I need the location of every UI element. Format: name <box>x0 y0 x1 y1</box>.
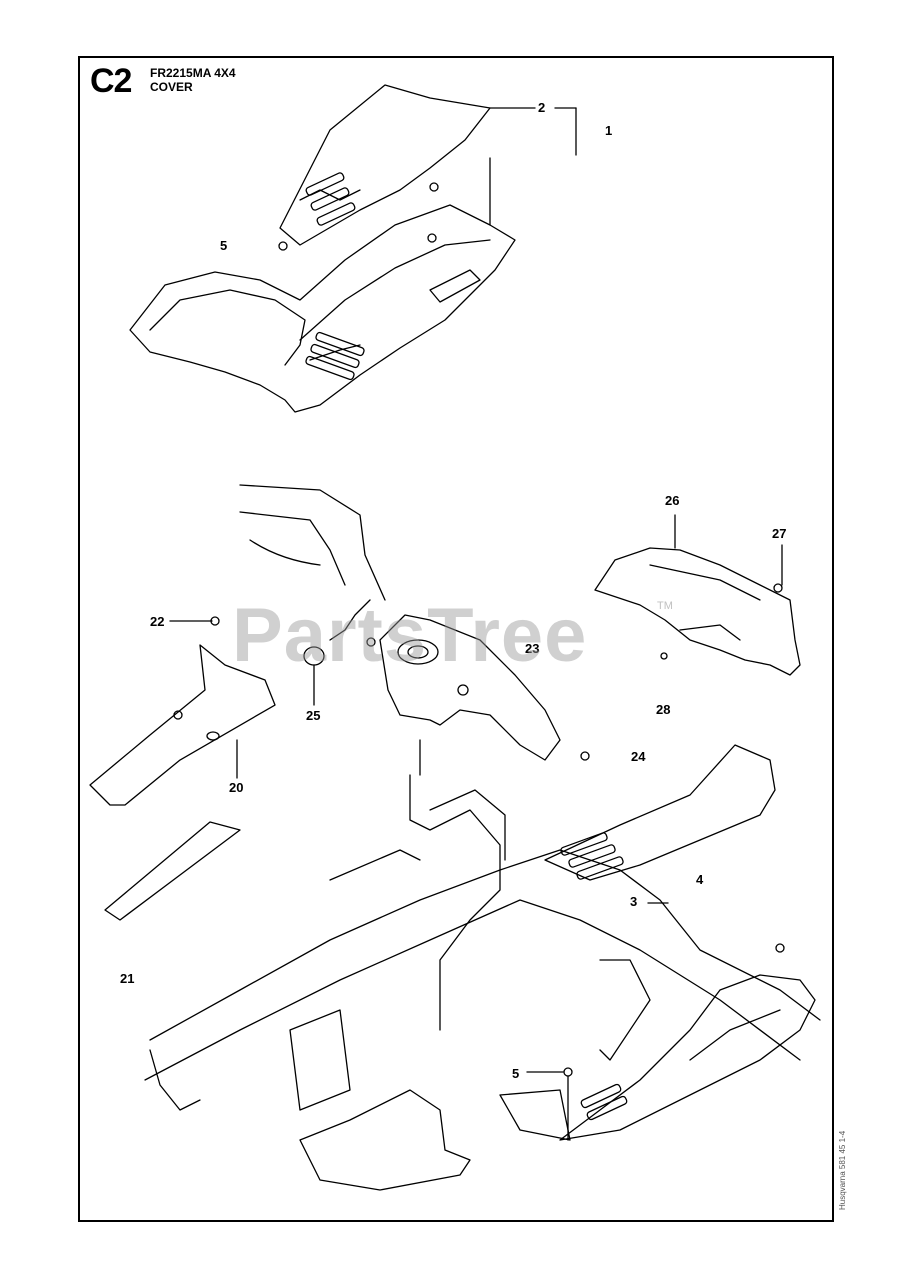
document-id: Husqvarna 581 45 1-4 <box>838 1130 847 1210</box>
steering-cover <box>239 484 561 761</box>
rear-cover-26 <box>594 514 801 676</box>
callout-2: 2 <box>538 100 546 115</box>
top-cover-shell <box>129 204 516 413</box>
callout-24: 24 <box>631 749 646 764</box>
side-panel-20 <box>89 616 276 806</box>
diagram-frame <box>78 56 834 1222</box>
bottom-floor-mat <box>544 744 776 881</box>
strip-21 <box>104 821 241 921</box>
callout-28: 28 <box>656 702 671 717</box>
callout-3: 3 <box>630 894 638 909</box>
top-floor-mat <box>279 84 491 246</box>
callout-21: 21 <box>120 971 135 986</box>
callout-23: 23 <box>525 641 540 656</box>
callout-22: 22 <box>150 614 165 629</box>
grommet-25 <box>303 599 371 706</box>
watermark-tm: TM <box>657 600 673 612</box>
callout-25: 25 <box>306 708 321 723</box>
callout-4: 4 <box>696 872 704 887</box>
callout-27: 27 <box>772 526 787 541</box>
callout-26: 26 <box>665 493 680 508</box>
callout-5-top: 5 <box>220 238 228 253</box>
callout-1: 1 <box>605 123 613 138</box>
callout-20: 20 <box>229 780 244 795</box>
section-name: COVER <box>150 80 193 94</box>
model-name: FR2215MA 4X4 <box>150 66 236 80</box>
page-code: C2 <box>90 62 132 100</box>
chassis-frame <box>144 739 821 1191</box>
callout-5-bottom: 5 <box>512 1066 520 1081</box>
watermark: PartsTree <box>232 593 588 678</box>
